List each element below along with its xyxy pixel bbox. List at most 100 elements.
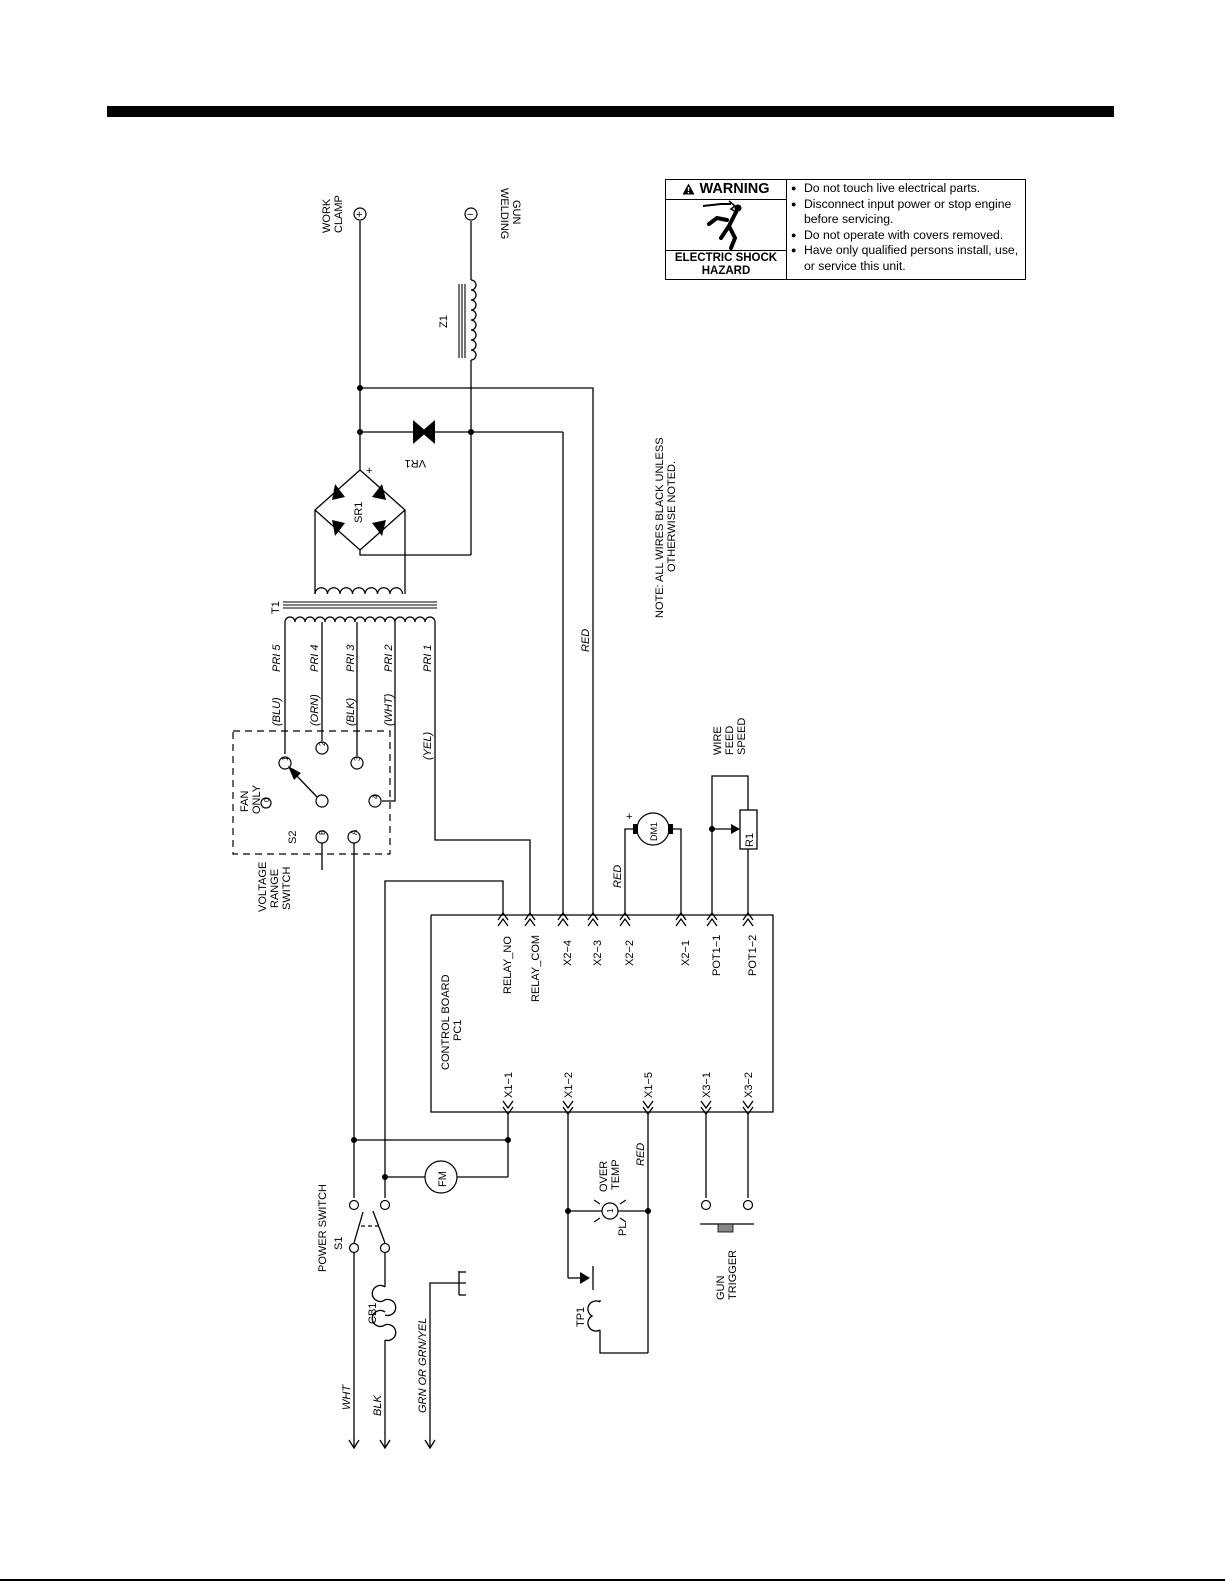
- voltage-range-switch-label: VOLTAGERANGESWITCH: [257, 862, 293, 912]
- welding-gun-minus: −: [467, 209, 473, 221]
- fm-label: FM: [437, 1171, 449, 1187]
- bottom-rule: [0, 1579, 1225, 1581]
- potentiometer-r1: [711, 775, 758, 915]
- blk-label: BLK: [372, 1395, 384, 1416]
- pri-4-label: PRI 4: [309, 644, 321, 672]
- power-switch-s1: [348, 1199, 391, 1254]
- connector-x3-1: X3−1: [701, 1072, 713, 1098]
- pri-3-label: PRI 3: [345, 644, 357, 672]
- connector-x2-3: X2−3: [592, 940, 604, 966]
- connector-pot1-2: POT1−2: [747, 935, 759, 976]
- warning-item: Disconnect input power or stop engine be…: [791, 197, 1022, 228]
- s2-term-b: B: [318, 830, 327, 835]
- pri-4-color: (ORN): [309, 694, 321, 726]
- warning-label: WARNING ELECTRIC SHOCK HAZARD Do not tou…: [665, 179, 1026, 280]
- connector-x2-1: X2−1: [680, 940, 692, 966]
- connector-x3-2: X3−2: [743, 1072, 755, 1098]
- pri-1-color: (YEL): [422, 732, 434, 760]
- pri-1-label: PRI 1: [422, 644, 434, 672]
- pl-label: PL: [617, 1223, 629, 1236]
- red-label-x2-2: RED: [612, 865, 624, 888]
- tp1-label: TP1: [575, 1307, 587, 1327]
- connector-x2-2: X2−2: [624, 940, 636, 966]
- top-rule: [107, 106, 1114, 117]
- red-label-x1-5: RED: [635, 1143, 647, 1166]
- electric-shock-icon: [702, 200, 742, 250]
- warning-item: Do not operate with covers removed.: [791, 228, 1022, 244]
- s2-term-3: 3: [353, 756, 362, 761]
- s2-term-2: 2: [318, 741, 327, 746]
- connector-x1-2: X1−2: [563, 1072, 575, 1098]
- ground-input-line: [424, 1271, 466, 1450]
- fan-motor-wiring: [354, 1114, 509, 1194]
- red-wire-x2-3: [360, 387, 594, 915]
- bottom-connector-marks: [502, 1100, 754, 1116]
- pri-2-label: PRI 2: [383, 644, 395, 672]
- sr1-plus: +: [366, 465, 372, 477]
- connector-relay-com: RELAY_COM: [530, 935, 542, 1002]
- control-board-pc1: [430, 914, 774, 1113]
- welding-gun-wire: [464, 207, 478, 555]
- sr1-label: SR1: [353, 502, 365, 523]
- warning-item: Do not touch live electrical parts.: [791, 181, 1022, 197]
- s2-term-4: 4: [371, 794, 380, 799]
- varistor-vr1: [360, 420, 564, 915]
- work-clamp-wire: [353, 207, 367, 460]
- r1-label: R1: [744, 833, 756, 847]
- warning-title: WARNING: [666, 180, 786, 200]
- voltage-range-switch-s2: [232, 730, 391, 855]
- work-clamp-plus: +: [356, 209, 362, 221]
- blk-input-line: [371, 1253, 397, 1450]
- top-connector-marks: [497, 911, 754, 927]
- s2-label: S2: [287, 831, 299, 844]
- power-switch-label: POWER SWITCH: [317, 1184, 329, 1272]
- s1-label: S1: [333, 1237, 345, 1250]
- transformer-t1: [283, 582, 437, 623]
- wire-feed-speed-label: WIREFEEDSPEED: [712, 718, 748, 755]
- control-board-label: CONTROL BOARD: [440, 974, 452, 1070]
- warning-item: Have only qualified persons install, use…: [791, 243, 1022, 274]
- pri-2-color: (WHT): [383, 693, 395, 726]
- work-clamp-label: WORKCLAMP: [321, 195, 345, 233]
- connector-pot1-1: POT1−1: [711, 935, 723, 976]
- over-temp-circuit: [567, 1114, 649, 1354]
- welding-gun-label: WELDINGGUN: [498, 188, 522, 239]
- over-temp-label: OVERTEMP: [598, 1159, 622, 1192]
- connector-x1-5: X1−5: [643, 1072, 655, 1098]
- gun-trigger-label: GUNTRIGGER: [715, 1250, 739, 1300]
- warning-triangle-icon: [682, 183, 695, 195]
- connector-x1-1: X1−1: [503, 1072, 515, 1098]
- red-label-x2-3: RED: [580, 629, 592, 652]
- connector-relay-no: RELAY_NO: [502, 936, 514, 994]
- relay-no-wire: [384, 880, 504, 1198]
- warning-hazard-text: ELECTRIC SHOCK HAZARD: [666, 249, 786, 279]
- primary-taps: [284, 622, 531, 915]
- z1-label: Z1: [438, 315, 450, 328]
- pri-5-label: PRI 5: [271, 644, 283, 672]
- pri-3-color: (BLK): [345, 698, 357, 726]
- dm1-plus: +: [626, 811, 632, 823]
- cb1-label: CB1: [367, 1303, 379, 1324]
- wht-label: WHT: [341, 1384, 353, 1410]
- gun-trigger: [700, 1114, 754, 1233]
- dm1-label: DM1: [649, 822, 659, 841]
- t1-label: T1: [270, 601, 282, 614]
- pl-num: 1: [606, 1208, 615, 1213]
- pc1-label: PC1: [452, 1020, 464, 1041]
- connector-x2-4: X2−4: [562, 940, 574, 966]
- drive-motor-dm1: [624, 812, 682, 915]
- vr1-label: VR1: [405, 457, 426, 469]
- s2-term-a: A: [350, 829, 359, 835]
- warning-title-text: WARNING: [699, 181, 770, 198]
- fan-only-label: FANONLY: [239, 784, 263, 814]
- wht-input-line: [348, 1253, 360, 1450]
- warning-label-left: WARNING ELECTRIC SHOCK HAZARD: [666, 180, 787, 279]
- note-text: NOTE: ALL WIRES BLACK UNLESSOTHERWISE NO…: [654, 437, 678, 618]
- pri-5-color: (BLU): [271, 697, 283, 726]
- s2-term-1: 1: [281, 756, 290, 761]
- grn-label: GRN OR GRN/YEL: [417, 1318, 429, 1413]
- bridge-rectifier-sr1: [314, 460, 471, 582]
- warning-items: Do not touch live electrical parts. Disc…: [787, 180, 1025, 279]
